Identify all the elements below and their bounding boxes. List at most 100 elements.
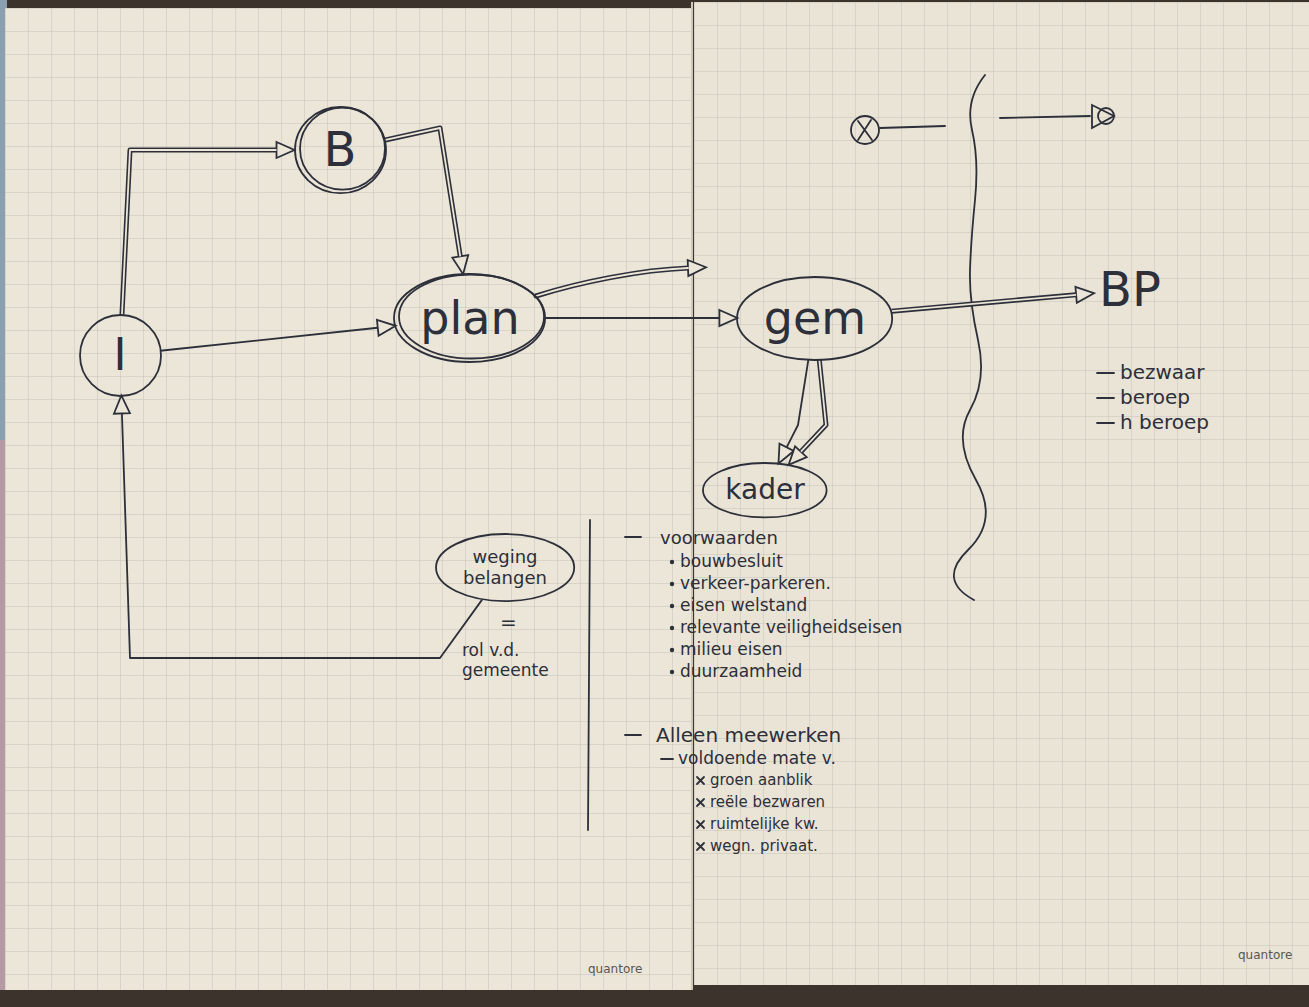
hand-ring [436,534,574,601]
paper-sheet [5,8,691,990]
arrow-connector [160,328,377,351]
note-text: verkeer-parkeren. [680,573,831,593]
note-text: eisen welstand [680,595,807,615]
dash [1097,422,1114,424]
note-text: relevante veiligheidseisen [680,617,902,637]
bullet [670,626,674,630]
small-circle [851,116,879,144]
hand-ring [300,107,385,189]
note-text: duurzaamheid [680,661,802,681]
note-text: wegn. privaat. [710,837,818,855]
circle-node: kader [701,461,829,519]
node-label: gem [764,292,866,345]
node-label: plan [420,292,519,345]
text-node: BP [1094,259,1166,320]
connector-stroke [787,359,809,447]
circle-node: B [293,105,388,195]
node-label: BP [1099,262,1161,317]
bullet [670,582,674,586]
bullet [670,560,674,564]
node-content: weging belangen [460,547,550,588]
hand-ring [80,315,161,396]
arrow-connector [892,295,1077,311]
line-stroke [1000,116,1090,118]
connector-stroke [384,128,460,256]
x-mark [697,777,704,784]
note-text: bezwaar [1120,360,1205,384]
connector-inner [801,359,826,451]
note-text: bouwbesluit [680,551,783,571]
bullet-dots [670,560,674,674]
node-content: I [114,330,127,381]
dash [625,734,641,736]
connector-inner [122,150,277,315]
note-text: h beroep [1120,410,1209,434]
note-text: voorwaarden [660,527,778,549]
dash [625,536,641,538]
arrow-connector [546,317,720,318]
circle-node: plan [392,272,547,364]
paper-sheet [694,2,1309,985]
wavy-border [954,75,986,600]
dash [1097,372,1114,374]
arrow-connector [122,413,482,658]
note-text: = [500,610,517,634]
arrow-connector [122,150,277,315]
line-stroke [880,126,945,128]
bracket-line [588,520,590,830]
hand-ring [394,274,545,362]
note-text: voldoende mate v. [678,748,836,768]
connector-stroke [801,359,826,451]
hand-ring [295,107,386,193]
sheet-seam [691,2,693,990]
arrow-connector [384,128,460,256]
dash [661,758,673,760]
note-text: reële bezwaren [710,793,825,811]
connector-stroke [892,295,1077,311]
sketch-marks [536,75,1114,850]
connector-stroke [122,413,482,658]
connector-inner [892,295,1077,311]
connector-stroke [546,317,720,319]
note-text: Alleen meewerken [656,723,841,747]
note-text: milieu eisen [680,639,783,659]
note-text: groen aanblik [710,771,812,789]
arrow-connector [787,359,809,447]
circle-node: gem [735,275,894,362]
node-label: kader [725,474,804,506]
node-label: weging belangen [460,547,550,588]
x-mark [697,843,704,850]
node-content: kader [725,474,804,506]
note-text: quantore [588,962,642,976]
hand-ring [399,275,544,359]
grid-lines [5,8,691,990]
hand-ring [737,277,892,360]
bullet [670,604,674,608]
x-mark [697,799,704,806]
node-label: B [324,122,357,177]
scribble [1098,108,1114,124]
note-text: rol v.d. gemeente [462,640,572,681]
bullet [670,648,674,652]
dash [1097,397,1114,399]
note-text: beroep [1120,385,1190,409]
arrow-head [1092,105,1114,128]
bullet [670,670,674,674]
circle-node: weging belangen [434,532,576,603]
note-text: ruimtelijke kw. [710,815,819,833]
node-content: B [324,122,357,177]
connector-stroke [122,150,277,315]
arrow-connector [801,359,826,451]
connector-stroke [160,328,377,351]
grid-lines [694,2,1309,985]
double-arrow [536,268,688,296]
circle-node: I [78,313,163,398]
x-mark [697,821,704,828]
connector-inner [384,128,460,256]
hand-ring [703,463,827,517]
scribble [858,120,872,140]
node-content: BP [1099,262,1161,317]
node-content: gem [764,292,866,345]
